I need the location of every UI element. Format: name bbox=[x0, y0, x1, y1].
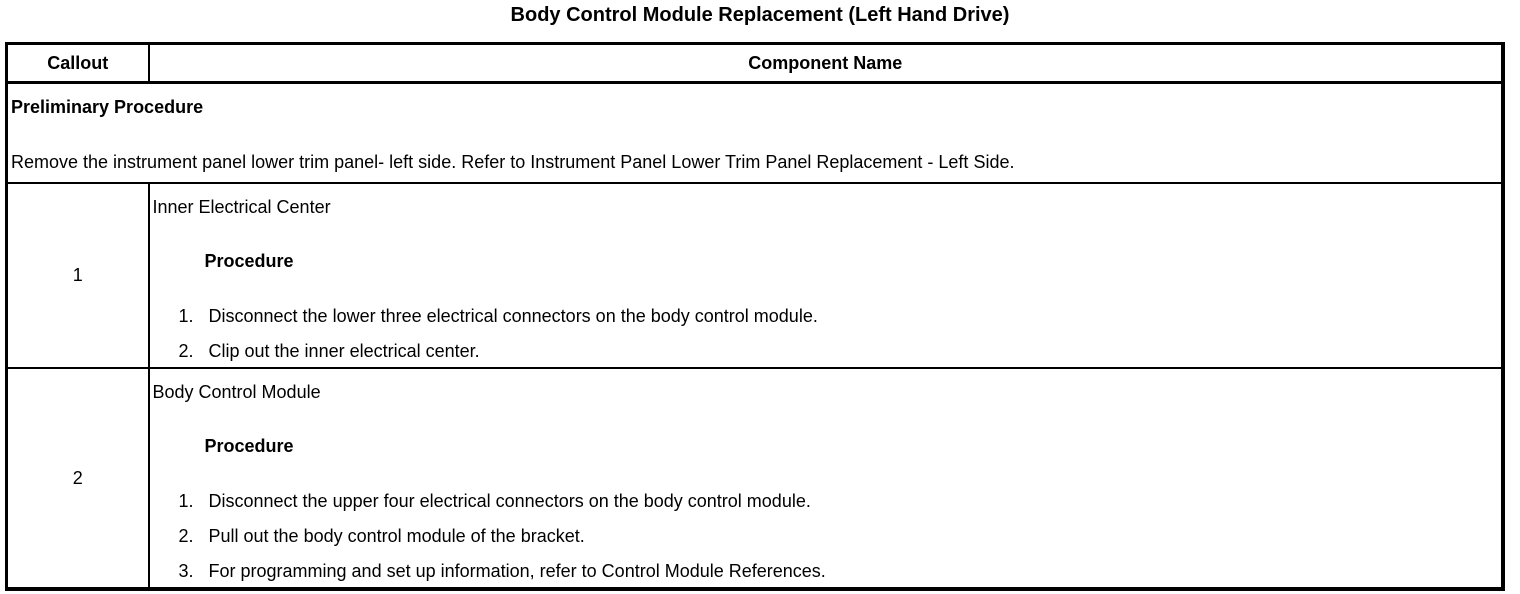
step-text: Disconnect the upper four electrical con… bbox=[208, 491, 811, 511]
step-number: 2. bbox=[178, 341, 194, 361]
step-text: Clip out the inner electrical center. bbox=[208, 341, 480, 361]
step-number: 3. bbox=[178, 561, 194, 581]
procedure-step: 1. Disconnect the upper four electrical … bbox=[153, 487, 1498, 515]
procedure-step: 3. For programming and set up informatio… bbox=[153, 557, 1498, 585]
step-text: Disconnect the lower three electrical co… bbox=[208, 306, 818, 326]
page-title: Body Control Module Replacement (Left Ha… bbox=[510, 4, 1010, 26]
table-row-callout-1: 1 Inner Electrical Center Procedure 1. D… bbox=[6, 183, 1504, 368]
procedure-step: 2. Clip out the inner electrical center. bbox=[153, 337, 1498, 365]
preliminary-procedure-cell: Preliminary Procedure Remove the instrum… bbox=[7, 83, 1504, 184]
callout-number: 2 bbox=[6, 368, 150, 589]
component-name: Body Control Module bbox=[152, 382, 321, 402]
preliminary-procedure-text: Remove the instrument panel lower trim p… bbox=[11, 152, 1015, 172]
preliminary-procedure-row: Preliminary Procedure Remove the instrum… bbox=[6, 82, 1504, 184]
preliminary-procedure-title: Preliminary Procedure bbox=[11, 97, 204, 117]
step-text: For programming and set up information, … bbox=[208, 561, 826, 581]
step-text: Pull out the body control module of the … bbox=[208, 526, 585, 546]
step-number: 1. bbox=[178, 306, 194, 326]
table-header-row: Callout Component Name bbox=[6, 43, 1503, 84]
procedure-heading: Procedure bbox=[204, 436, 294, 456]
procedure-steps: 1. Disconnect the lower three electrical… bbox=[153, 302, 1498, 365]
table-row-callout-2: 2 Body Control Module Procedure 1. Disco… bbox=[6, 368, 1504, 589]
procedure-heading: Procedure bbox=[204, 251, 294, 271]
step-number: 1. bbox=[178, 491, 194, 511]
procedure-step: 2. Pull out the body control module of t… bbox=[153, 522, 1498, 550]
procedure-table: Callout Component Name Preliminary Proce… bbox=[5, 42, 1505, 591]
procedure-steps: 1. Disconnect the upper four electrical … bbox=[153, 487, 1498, 585]
column-header-component-name: Component Name bbox=[148, 43, 1503, 84]
component-name: Inner Electrical Center bbox=[152, 197, 331, 217]
procedure-step: 1. Disconnect the lower three electrical… bbox=[153, 302, 1498, 330]
column-header-callout: Callout bbox=[6, 43, 150, 84]
callout-number: 1 bbox=[6, 183, 150, 368]
component-cell: Inner Electrical Center Procedure 1. Dis… bbox=[149, 183, 1504, 368]
step-number: 2. bbox=[178, 526, 194, 546]
component-cell: Body Control Module Procedure 1. Disconn… bbox=[149, 368, 1504, 589]
